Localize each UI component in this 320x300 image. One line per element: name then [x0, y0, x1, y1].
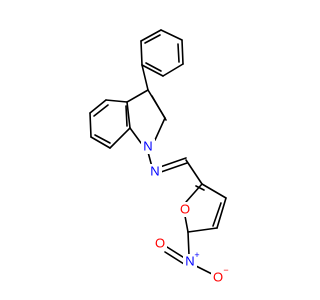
- bond: [154, 117, 166, 141]
- bond: [187, 231, 190, 256]
- bond: [89, 112, 92, 138]
- bond: [141, 64, 164, 77]
- atom-o-nitro-top: O: [155, 236, 165, 251]
- bond: [145, 62, 162, 72]
- atom-n-nitro: N: [185, 254, 194, 269]
- bond: [90, 136, 111, 149]
- bond: [185, 159, 203, 185]
- phenyl-ring: [140, 29, 184, 77]
- bond: [140, 29, 162, 42]
- bond: [177, 43, 180, 63]
- pyrrole-ring: [126, 89, 167, 144]
- bond: [166, 246, 187, 260]
- bond: [126, 89, 149, 103]
- charge-plus: +: [194, 250, 199, 260]
- bond: [141, 64, 149, 91]
- bond: [140, 40, 143, 66]
- molecule-structure: N N O N + O O −: [89, 29, 229, 285]
- bond: [93, 104, 109, 117]
- atom-o-nitro-right: O: [213, 270, 223, 285]
- bond: [212, 202, 222, 227]
- charge-minus: −: [223, 265, 228, 275]
- bond: [160, 162, 188, 173]
- bond: [109, 127, 131, 149]
- atom-n-indole: N: [143, 139, 152, 154]
- bond: [195, 265, 213, 275]
- furan-ring: [184, 183, 227, 233]
- bond: [160, 29, 183, 41]
- bond: [195, 185, 205, 191]
- bond: [162, 63, 184, 77]
- bond: [89, 99, 107, 114]
- bond: [181, 39, 184, 65]
- bond: [185, 183, 203, 203]
- bond: [201, 183, 227, 199]
- bond: [125, 105, 128, 127]
- bond: [159, 157, 187, 168]
- benzo-ring: [89, 99, 131, 149]
- bond: [94, 134, 111, 144]
- bond: [184, 215, 189, 233]
- bond: [187, 227, 218, 233]
- atom-o-furan: O: [180, 202, 190, 217]
- bond: [164, 251, 185, 265]
- molecule-canvas: N N O N + O O −: [89, 29, 229, 285]
- atom-n-imine: N: [150, 164, 159, 179]
- bond: [105, 99, 128, 103]
- bond: [216, 197, 227, 229]
- bond: [144, 34, 161, 44]
- bond: [126, 101, 131, 129]
- bond: [151, 95, 167, 121]
- bond: [129, 127, 142, 144]
